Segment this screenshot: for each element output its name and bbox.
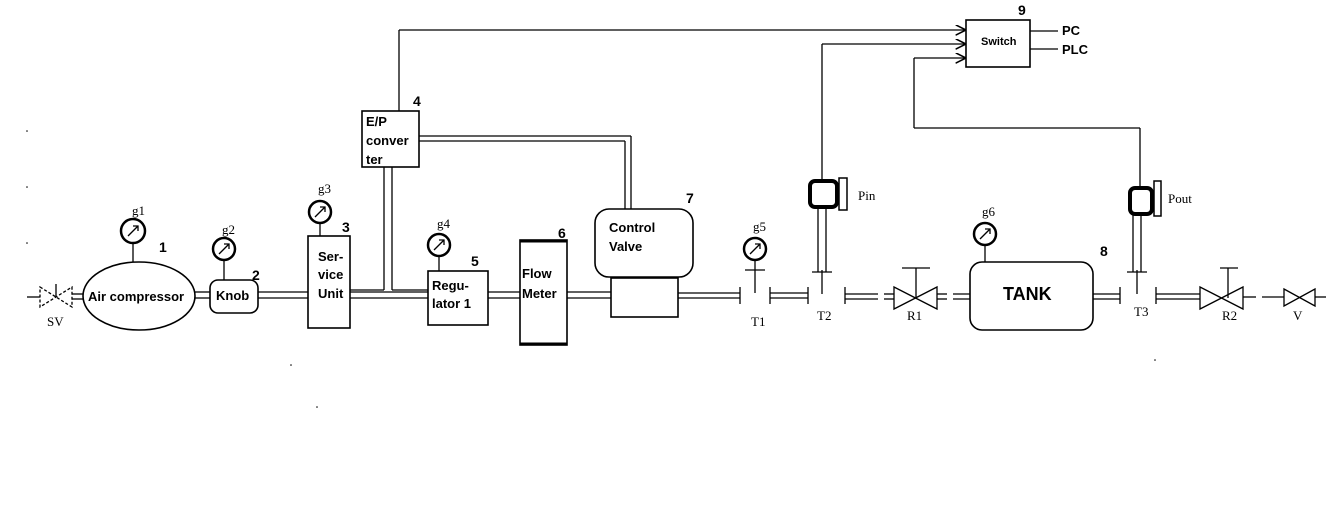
t1-label: T1 <box>751 314 765 329</box>
gauge-g4-label: g4 <box>437 216 451 231</box>
knob: Knob g2 2 <box>209 222 260 314</box>
scan-specks <box>26 130 1156 408</box>
ep-converter-line3: ter <box>366 152 383 167</box>
number-2: 2 <box>252 267 260 283</box>
sv-label: SV <box>47 314 64 329</box>
flow-meter-line2: Meter <box>522 286 557 301</box>
gauge-g6-label: g6 <box>982 204 996 219</box>
number-7: 7 <box>686 190 694 206</box>
flow-meter-line1: Flow <box>522 266 552 281</box>
tank-label: TANK <box>1003 284 1052 304</box>
flow-meter: Flow Meter 6 <box>519 225 568 346</box>
number-5: 5 <box>471 253 479 269</box>
regulator-line2: lator 1 <box>432 296 471 311</box>
pin-sensor: Pin <box>808 44 966 211</box>
ep-converter: E/P conver ter 4 <box>350 30 966 291</box>
service-unit-line3: Unit <box>318 286 344 301</box>
gauge-g1-label: g1 <box>132 203 145 218</box>
switch-label: Switch <box>981 36 1017 48</box>
r1-valve: R1 <box>893 267 938 323</box>
tank: TANK g6 8 <box>969 204 1108 331</box>
gauge-g2-label: g2 <box>222 222 235 237</box>
knob-label: Knob <box>216 288 249 303</box>
number-4: 4 <box>413 93 421 109</box>
air-compressor: Air compressor g1 1 <box>82 203 196 331</box>
control-valve: Control Valve 7 <box>594 190 694 318</box>
service-unit-line1: Ser- <box>318 249 343 264</box>
control-valve-line1: Control <box>609 220 655 235</box>
gauge-g5-label: g5 <box>753 219 766 234</box>
r2-valve: R2 <box>1199 267 1244 323</box>
r2-label: R2 <box>1222 308 1237 323</box>
number-6: 6 <box>558 225 566 241</box>
main-pipeline <box>27 291 1326 300</box>
t1-tee: g5 T1 <box>739 219 771 329</box>
regulator-line1: Regu- <box>432 278 469 293</box>
ep-converter-line1: E/P <box>366 114 387 129</box>
sv-valve: SV <box>39 284 73 329</box>
t2-label: T2 <box>817 308 831 323</box>
number-1: 1 <box>159 239 167 255</box>
pc-label: PC <box>1062 23 1081 38</box>
switch: Switch 9 PC PLC <box>965 2 1089 68</box>
control-valve-line2: Valve <box>609 239 642 254</box>
pin-label: Pin <box>858 188 876 203</box>
r1-label: R1 <box>907 308 922 323</box>
number-3: 3 <box>342 219 350 235</box>
air-compressor-label: Air compressor <box>88 289 184 304</box>
t3-label: T3 <box>1134 304 1148 319</box>
v-valve: V <box>1283 287 1316 323</box>
service-unit-line2: vice <box>318 267 343 282</box>
ep-converter-line2: conver <box>366 133 409 148</box>
number-9: 9 <box>1018 2 1026 18</box>
gauge-g3-label: g3 <box>318 181 331 196</box>
t2-tee: T2 <box>807 208 846 323</box>
service-unit: Ser- vice Unit g3 3 <box>307 181 351 329</box>
pout-sensor: Pout <box>913 58 1192 217</box>
pout-label: Pout <box>1168 191 1192 206</box>
number-8: 8 <box>1100 243 1108 259</box>
v-label: V <box>1293 308 1303 323</box>
regulator: Regu- lator 1 g4 5 <box>426 216 489 326</box>
t3-tee: T3 <box>1119 215 1157 319</box>
plc-label: PLC <box>1062 42 1089 57</box>
